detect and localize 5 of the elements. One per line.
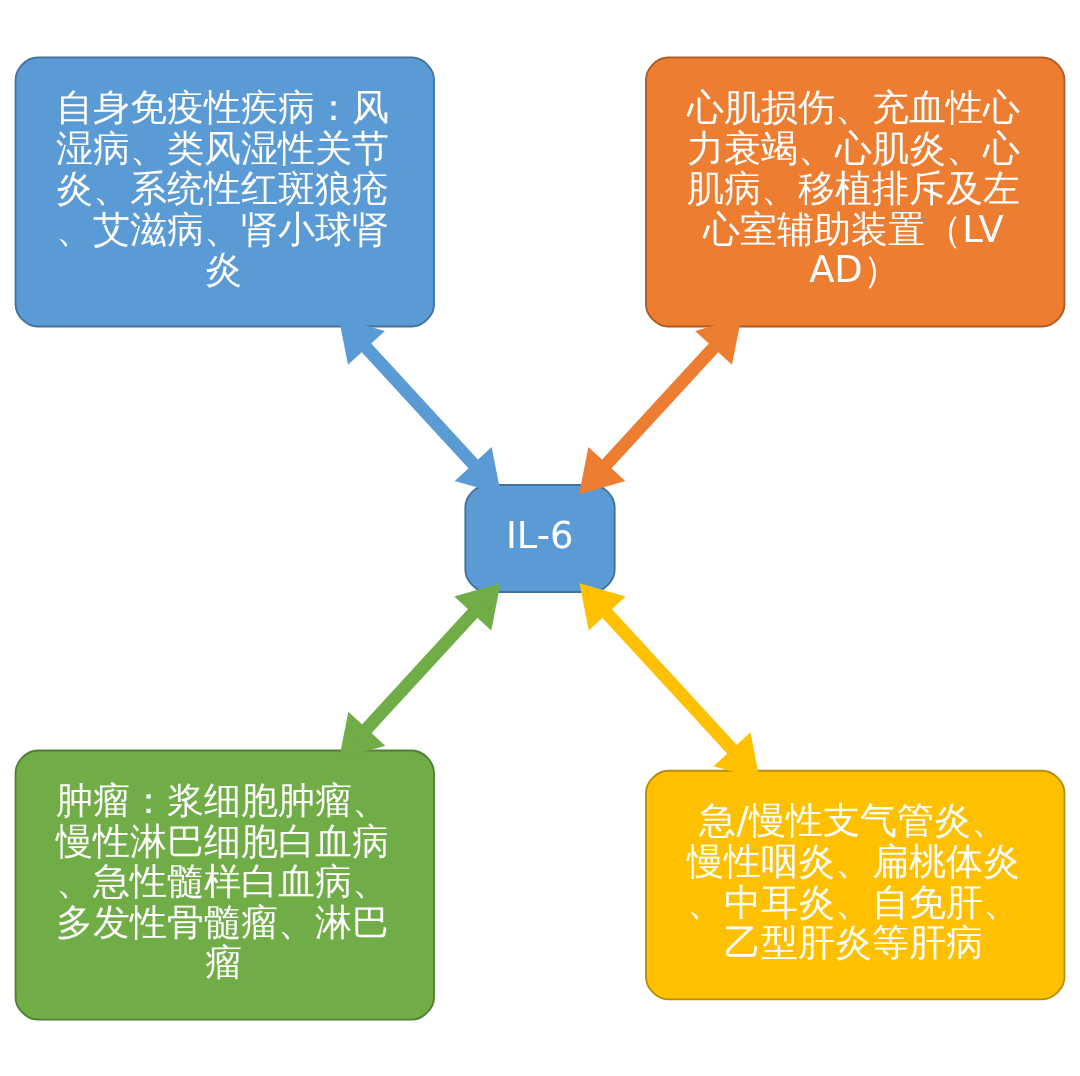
node-box: 肿瘤：浆细胞肿瘤、慢性淋巴细胞白血病、急性髓样白血病、多发性骨髓瘤、淋巴瘤 <box>14 749 435 1021</box>
node-box: 自身免疫性疾病：风湿病、类风湿性关节炎、系统性红斑狼疮、艾滋病、肾小球肾炎 <box>14 55 435 327</box>
node-box: 急/慢性支气管炎、慢性咽炎、扁桃体炎、中耳炎、自免肝、乙型肝炎等肝病 <box>645 769 1066 1000</box>
node-box: IL-6 <box>464 483 616 593</box>
node-box: 心肌损伤、充血性心力衰竭、心肌炎、心肌病、移植排斥及左心室辅助装置（LVAD） <box>645 55 1066 327</box>
